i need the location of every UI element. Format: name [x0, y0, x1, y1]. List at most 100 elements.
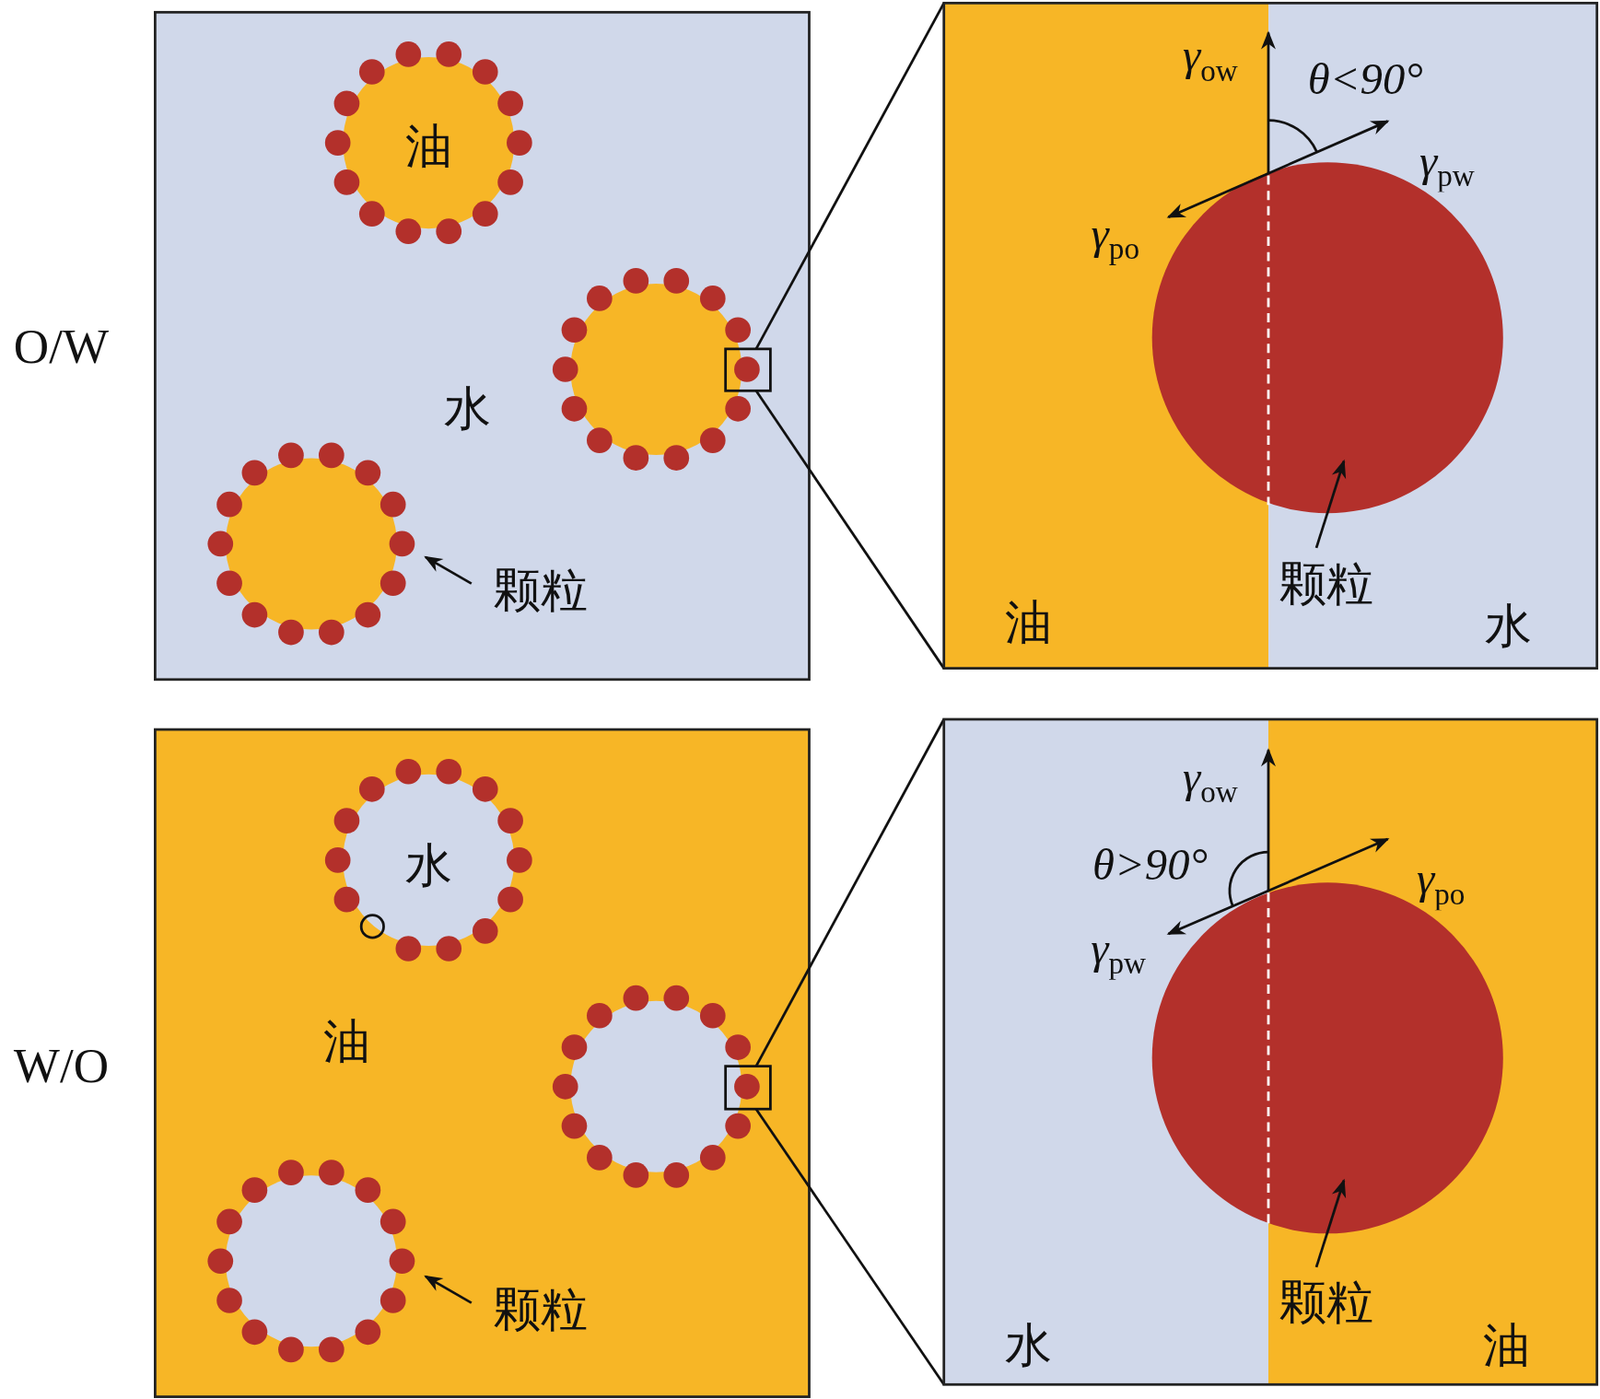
- oil-droplets: [207, 41, 760, 645]
- emulsion-type: W/O: [13, 1041, 109, 1091]
- particle-dot: [472, 776, 499, 803]
- particle-dot: [734, 356, 760, 383]
- particle-dot: [355, 1177, 382, 1203]
- angle-label: θ<90°: [1308, 57, 1424, 103]
- particle-dot: [552, 1074, 579, 1100]
- part-label: 水: [1484, 602, 1532, 650]
- droplet: [225, 1175, 398, 1347]
- part-label: 水: [1004, 1321, 1052, 1369]
- particle-dot: [355, 460, 382, 487]
- particle-dot: [278, 1337, 304, 1364]
- particle-dot: [700, 427, 726, 454]
- interface-line: [1267, 892, 1271, 1225]
- particle-dot: [318, 1337, 345, 1364]
- particle-dot: [435, 41, 462, 68]
- leader-arrow: [425, 557, 472, 584]
- particle-dot: [724, 316, 751, 343]
- droplet: [342, 774, 514, 946]
- droplet: [570, 283, 742, 456]
- particle-dot: [242, 602, 269, 629]
- particle-dot: [278, 1159, 304, 1186]
- particle-dot: [395, 759, 421, 785]
- droplet: [225, 457, 398, 630]
- zoom-square: [725, 1066, 771, 1110]
- particle-dot: [663, 444, 690, 471]
- leader-arrow: [1316, 1180, 1344, 1268]
- particle-dot: [216, 1209, 243, 1236]
- particle-dot: [355, 1319, 382, 1345]
- particle-dot: [724, 1034, 751, 1061]
- particle-dot: [700, 285, 726, 312]
- droplet: [570, 1001, 742, 1173]
- emulsion-type: O/W: [13, 322, 109, 372]
- zoom-line: [756, 390, 945, 668]
- angle-label: θ>90°: [1092, 842, 1208, 888]
- particle-dot: [561, 1113, 588, 1140]
- particle-dot: [278, 619, 304, 646]
- particle-dot: [242, 1319, 269, 1345]
- particle-dot: [586, 1003, 613, 1029]
- part-label: 油: [1483, 1321, 1530, 1369]
- part-label: 油: [1004, 598, 1052, 646]
- zoom-line: [756, 719, 945, 1067]
- particle-dot: [216, 491, 243, 518]
- particle-dot: [472, 918, 499, 945]
- particle-dot: [586, 1144, 613, 1171]
- particle-dot: [700, 1003, 726, 1029]
- particle-dot: [318, 442, 345, 468]
- angle-arc: [1229, 852, 1269, 907]
- phase-label: 油: [405, 122, 453, 170]
- particle-dot: [497, 169, 524, 196]
- particle-dot: [334, 90, 361, 117]
- particle-dot: [472, 58, 499, 85]
- phase-label: 水: [443, 385, 491, 433]
- phase-label: 水: [405, 841, 453, 889]
- particle-dot: [389, 1248, 416, 1274]
- tension-arrow: [1267, 749, 1271, 891]
- particle-dot: [561, 396, 588, 422]
- particle-dot: [724, 396, 751, 422]
- particle-dot: [216, 570, 243, 596]
- angle-arc: [1268, 120, 1318, 153]
- part-label: 颗粒: [1279, 1278, 1374, 1326]
- particle-dot: [389, 531, 416, 558]
- particle-dot: [278, 442, 304, 468]
- particle-dot: [472, 200, 499, 227]
- droplet-node: 水: [342, 774, 514, 946]
- leader-arrow: [1316, 461, 1344, 549]
- particle-dot: [395, 935, 421, 962]
- water-panel: [154, 11, 809, 680]
- particle-dot: [380, 1209, 407, 1236]
- particle-dot: [506, 129, 533, 156]
- particle-dot: [355, 602, 382, 629]
- particle-dot: [216, 1287, 243, 1314]
- particle-dot: [663, 985, 690, 1012]
- particle-dot: [663, 268, 690, 294]
- particle-dot: [586, 427, 613, 454]
- part-label: 颗粒: [493, 566, 588, 614]
- particle-dot: [435, 218, 462, 245]
- particle-dot: [318, 1159, 345, 1186]
- zoom-panel: [944, 2, 1598, 668]
- zoom-square: [725, 349, 771, 391]
- particle-dot: [700, 1144, 726, 1171]
- particle-dot: [242, 1177, 269, 1203]
- particle-dot: [497, 887, 524, 913]
- particle-dot: [359, 776, 386, 803]
- particle-dot: [380, 1287, 407, 1314]
- particle-dot: [359, 200, 386, 227]
- particle-dot: [395, 41, 421, 68]
- particle: [1152, 882, 1504, 1234]
- particle-dot: [435, 759, 462, 785]
- particle-dot: [586, 285, 613, 312]
- particle-dot: [497, 807, 524, 834]
- leader-arrow: [425, 1276, 472, 1304]
- particle: [1152, 162, 1504, 514]
- phase-label: 油: [323, 1016, 371, 1064]
- particle-dot: [497, 90, 524, 117]
- zoom-line: [756, 1109, 945, 1385]
- particle-dot: [318, 619, 345, 646]
- particle-dot: [242, 460, 269, 487]
